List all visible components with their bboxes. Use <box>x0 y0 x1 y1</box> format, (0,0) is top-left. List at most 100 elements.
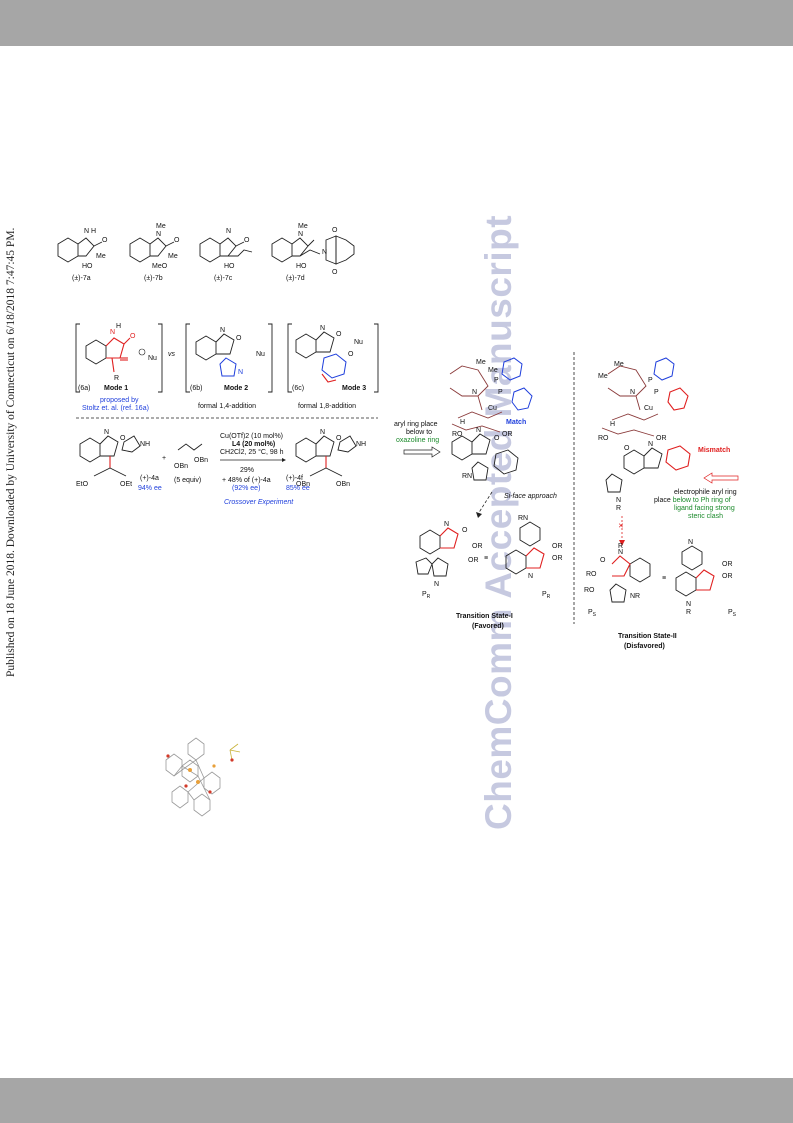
svg-text:Me: Me <box>598 373 608 380</box>
svg-text:(Favored): (Favored) <box>472 623 504 630</box>
ts1-ligand: Me Me N P P Cu H RO OR <box>449 357 533 438</box>
svg-text:(+)-4a: (+)-4a <box>140 475 159 482</box>
svg-text:OR: OR <box>552 543 563 550</box>
svg-text:L4 (20 mol%): L4 (20 mol%) <box>232 441 275 448</box>
svg-text:(6a): (6a) <box>78 385 90 392</box>
svg-text:Nu: Nu <box>256 351 265 358</box>
svg-text:NH: NH <box>356 441 366 448</box>
svg-text:RN: RN <box>462 473 472 480</box>
svg-text:Nu: Nu <box>148 355 157 362</box>
svg-text:Mode 3: Mode 3 <box>342 385 366 392</box>
svg-text:N: N <box>444 521 449 528</box>
label-7a: (±)-7a <box>72 275 91 282</box>
svg-text:NR: NR <box>630 593 640 600</box>
svg-text:O: O <box>332 269 338 276</box>
svg-text:N: N <box>688 539 693 546</box>
svg-text:EtO: EtO <box>76 481 89 488</box>
svg-text:R: R <box>686 609 691 616</box>
ts2-product-left: N R O RO RO NR <box>584 543 651 603</box>
svg-text:N: N <box>472 389 477 396</box>
svg-text:OEt: OEt <box>120 481 132 488</box>
ts2-title: Transition State-II <box>618 633 677 640</box>
svg-text:(92% ee): (92% ee) <box>232 485 260 492</box>
svg-text:Cu: Cu <box>488 405 497 412</box>
svg-text:N: N <box>528 573 533 580</box>
svg-text:O: O <box>236 335 242 342</box>
svg-text:(Disfavored): (Disfavored) <box>624 643 665 650</box>
svg-text:O: O <box>348 351 354 358</box>
svg-text:OR: OR <box>722 561 733 568</box>
svg-text:N: N <box>226 228 231 235</box>
label-7d: (±)-7d <box>286 275 305 282</box>
svg-text:O: O <box>336 331 342 338</box>
cross-mark: ✕ <box>618 523 624 530</box>
svg-text:RO: RO <box>598 435 609 442</box>
svg-text:N: N <box>476 427 481 434</box>
svg-text:O: O <box>102 237 108 244</box>
svg-text:H: H <box>610 421 615 428</box>
svg-text:PR: PR <box>422 591 431 600</box>
svg-text:P: P <box>494 377 499 384</box>
svg-text:O: O <box>600 557 606 564</box>
svg-text:O: O <box>244 237 250 244</box>
svg-text:O: O <box>494 435 500 442</box>
svg-text:(6b): (6b) <box>190 385 202 392</box>
mode-3-structure: N O O Nu (6c) Mode 3 formal 1,8-addition <box>287 323 379 410</box>
svg-text:vs: vs <box>168 351 176 358</box>
publication-note: Published on 18 June 2018. Downloaded by… <box>5 227 17 677</box>
svg-text:Stoltz et. al. (ref. 16a): Stoltz et. al. (ref. 16a) <box>82 405 149 412</box>
svg-text:N: N <box>110 329 115 336</box>
svg-text:N: N <box>616 497 621 504</box>
modes-crossover-figure: N H O R Nu (6a) Mode 1 proposed by Stolt… <box>75 323 379 506</box>
svg-text:R: R <box>616 505 621 512</box>
footer-band <box>0 1078 793 1123</box>
svg-text:P: P <box>648 377 653 384</box>
svg-text:ligand facing strong: ligand facing strong <box>674 505 735 512</box>
svg-text:Cu(OTf)2 (10 mol%): Cu(OTf)2 (10 mol%) <box>220 433 283 440</box>
ts1-title: Transition State-I <box>456 613 513 620</box>
svg-text:+: + <box>162 455 166 462</box>
svg-text:29%: 29% <box>240 467 254 474</box>
svg-text:OBn: OBn <box>336 481 350 488</box>
svg-text:Mode 1: Mode 1 <box>104 385 128 392</box>
compound-7b: Me N O Me MeO (±)-7b <box>129 223 180 282</box>
compounds-7-figure: N H O Me HO (±)-7a Me N O Me MeO (±)-7b … <box>57 223 355 282</box>
svg-text:HO: HO <box>224 263 235 270</box>
svg-text:OR: OR <box>468 557 479 564</box>
svg-text:O: O <box>332 227 338 234</box>
crossover-product: N O NH OBn OBn (+)-4f 85% ee <box>286 429 366 492</box>
svg-text:RO: RO <box>586 571 597 578</box>
ts1-product-right: RN OR OR N <box>505 515 563 580</box>
svg-text:OR: OR <box>722 573 733 580</box>
ts1-note: aryl ring place <box>394 421 438 428</box>
svg-text:H: H <box>460 419 465 426</box>
ts1-substrate: N O RN <box>451 427 519 481</box>
svg-text:P: P <box>654 389 659 396</box>
svg-text:N: N <box>320 325 325 332</box>
svg-text:below to: below to <box>406 429 432 436</box>
svg-text:N: N <box>434 581 439 588</box>
svg-text:≡: ≡ <box>662 575 666 582</box>
svg-text:RO: RO <box>452 431 463 438</box>
svg-text:Me: Me <box>96 253 106 260</box>
svg-text:OBn: OBn <box>296 481 310 488</box>
svg-text:≡: ≡ <box>484 555 488 562</box>
svg-text:Me: Me <box>168 253 178 260</box>
svg-text:85% ee: 85% ee <box>286 485 310 492</box>
svg-text:O: O <box>624 445 630 452</box>
svg-text:Me: Me <box>156 223 166 230</box>
svg-text:Nu: Nu <box>354 339 363 346</box>
svg-text:OR: OR <box>502 431 513 438</box>
svg-text:O: O <box>130 333 136 340</box>
svg-text:RO: RO <box>584 587 595 594</box>
svg-text:H: H <box>116 323 121 330</box>
compound-7d: Me N N O O HO (±)-7d <box>271 223 355 282</box>
svg-text:N: N <box>104 429 109 436</box>
label-7b: (±)-7b <box>144 275 163 282</box>
ts2-product-right: N OR OR N R <box>675 539 733 616</box>
svg-text:(6c): (6c) <box>292 385 304 392</box>
crystal-structure-image <box>165 737 241 817</box>
svg-text:R: R <box>618 543 623 550</box>
svg-text:oxazoline ring: oxazoline ring <box>396 437 439 444</box>
svg-text:RN: RN <box>518 515 528 522</box>
